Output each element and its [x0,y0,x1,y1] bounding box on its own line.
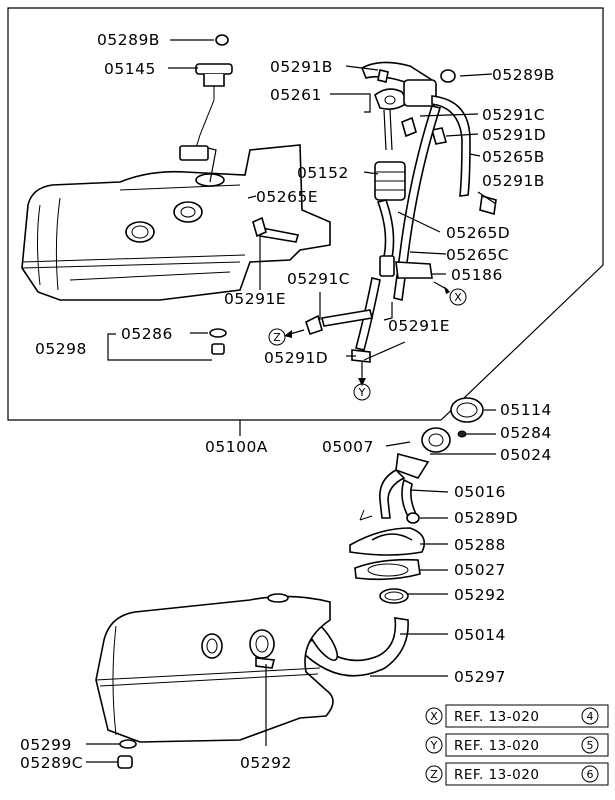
label-05014: 05014 [454,626,506,644]
svg-text:Y: Y [430,739,438,752]
reference-y-text: REF. 13-020 [454,738,539,754]
hose-05265E [252,216,300,243]
label-05291D-right: 05291D [482,126,546,144]
upper-hose-assembly [284,61,497,386]
svg-text:4: 4 [587,710,594,723]
label-05265B: 05265B [482,148,545,166]
label-05016: 05016 [454,483,506,501]
label-05152: 05152 [297,164,349,182]
fuel-gauge-unit-05145 [179,34,233,183]
reference-x: X REF. 13-020 4 [425,704,609,728]
label-05292-right: 05292 [454,586,506,604]
label-05100A: 05100A [205,438,268,456]
label-05298: 05298 [35,340,87,358]
lower-fuel-tank [95,593,334,769]
reference-x-text: REF. 13-020 [454,709,539,725]
label-05291E-left: 05291E [224,290,286,308]
label-05297: 05297 [454,668,506,686]
label-05027: 05027 [454,561,506,579]
marker-x: X [449,288,467,306]
svg-text:Z: Z [273,331,281,344]
svg-text:X: X [454,291,462,304]
marker-y: Y [353,383,371,401]
label-05265C: 05265C [446,246,509,264]
reference-z-text: REF. 13-020 [454,767,539,783]
label-05289C: 05289C [20,754,83,772]
bolt-05286 [209,328,227,355]
svg-text:5: 5 [587,739,594,752]
label-05286: 05286 [121,325,173,343]
svg-text:6: 6 [587,768,594,781]
label-05289D: 05289D [454,509,518,527]
label-05284: 05284 [500,424,552,442]
filler-neck-assembly [298,397,484,677]
svg-text:Y: Y [358,386,366,399]
label-05007: 05007 [322,438,374,456]
label-05299: 05299 [20,736,72,754]
leader-lines [86,39,497,763]
label-05291B-top: 05291B [270,58,333,76]
label-05186: 05186 [451,266,503,284]
label-05291D-mid: 05291D [264,349,328,367]
label-05292-bottom: 05292 [240,754,292,772]
label-05289B-right: 05289B [492,66,555,84]
label-05291E-right: 05291E [388,317,450,335]
label-05265D: 05265D [446,224,510,242]
label-05145: 05145 [104,60,156,78]
assembly-frame [7,7,604,421]
label-05291B-right: 05291B [482,172,545,190]
label-05261: 05261 [270,86,322,104]
label-05289B: 05289B [97,31,160,49]
reference-z: Z REF. 13-020 6 [425,762,609,786]
marker-z: Z [268,328,286,346]
label-05291C-right: 05291C [482,106,545,124]
label-05288: 05288 [454,536,506,554]
label-05265E: 05265E [256,188,318,206]
reference-y: Y REF. 13-020 5 [425,733,609,757]
label-05114: 05114 [500,401,552,419]
label-05291C-mid: 05291C [287,270,350,288]
label-05024: 05024 [500,446,552,464]
svg-text:Z: Z [430,768,438,781]
upper-fuel-tank [21,144,331,301]
part-labels: 05289B 05145 05291B 05289B 05261 05291C … [20,31,555,772]
svg-text:X: X [430,710,438,723]
